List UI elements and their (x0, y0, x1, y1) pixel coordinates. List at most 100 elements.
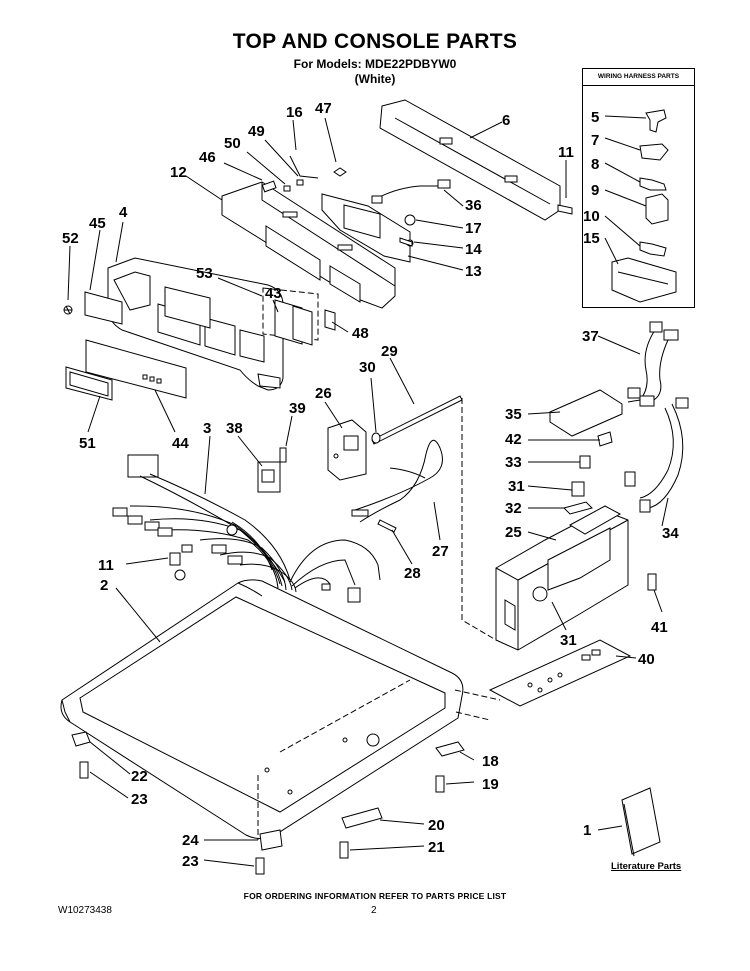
screw-11 (557, 204, 573, 215)
harness-part-7 (639, 143, 669, 161)
callout-23: 23 (131, 791, 148, 808)
screw-52 (63, 305, 73, 315)
bracket-32 (563, 501, 593, 515)
callout-12: 12 (170, 164, 187, 181)
knob-17 (404, 214, 416, 226)
callout-17: 17 (465, 220, 482, 237)
callout-37: 37 (582, 328, 599, 345)
clip-24 (259, 829, 283, 851)
display-window (65, 366, 113, 401)
harness-part-9 (645, 193, 669, 225)
callout-3: 3 (203, 420, 211, 437)
cord-27 (354, 439, 443, 523)
dashed-leader (461, 398, 497, 641)
control-box (495, 505, 629, 651)
callout-47: 47 (315, 100, 332, 117)
callout-46: 46 (199, 149, 216, 166)
callout-52: 52 (62, 230, 79, 247)
spacer-50 (283, 185, 291, 192)
callout-32: 32 (505, 500, 522, 517)
part-38 (257, 461, 281, 493)
screw-39 (279, 447, 287, 463)
document-number: W10273438 (58, 905, 112, 916)
callout-harness-8: 8 (591, 156, 599, 173)
callout-14: 14 (465, 241, 482, 258)
callout-51: 51 (79, 435, 96, 452)
callout-2: 2 (100, 577, 108, 594)
literature-parts-label: Literature Parts (611, 861, 682, 872)
bracket-20 (341, 807, 383, 829)
screw-47 (333, 167, 347, 177)
callout-harness-10: 10 (583, 208, 600, 225)
callout-23-lower: 23 (182, 853, 199, 870)
callout-11-lower: 11 (98, 557, 114, 574)
callout-33: 33 (505, 454, 522, 471)
callout-11: 11 (558, 144, 574, 161)
part-48 (324, 309, 336, 331)
top-panel (60, 579, 464, 840)
callout-25: 25 (505, 524, 522, 541)
callout-16: 16 (286, 104, 303, 121)
screw-23b (255, 857, 265, 875)
callout-31: 31 (508, 478, 525, 495)
screw-23 (79, 761, 89, 779)
main-wire-harness (112, 454, 381, 603)
callout-38: 38 (226, 420, 243, 437)
literature-booklet (621, 787, 661, 855)
part-42 (597, 431, 613, 447)
callout-numbers: 16 47 49 50 46 6 12 11 4 45 52 36 17 14 … (62, 100, 679, 870)
overlay-button (142, 374, 148, 380)
callout-43: 43 (265, 285, 282, 302)
page-title: TOP AND CONSOLE PARTS (232, 30, 518, 53)
wiring-harness-parts-box: WIRING HARNESS PARTS (582, 68, 695, 308)
callout-36: 36 (465, 197, 482, 214)
screw-33 (579, 455, 591, 469)
callout-49: 49 (248, 123, 265, 140)
dashed-leader (455, 711, 491, 721)
callout-31-lower: 31 (560, 632, 577, 649)
overlay-button (149, 376, 155, 382)
leader-lines (67, 115, 669, 867)
callout-13: 13 (465, 263, 482, 280)
clip-49 (296, 179, 304, 186)
callout-27: 27 (432, 543, 449, 560)
wire-36 (373, 185, 444, 201)
callout-34: 34 (662, 525, 679, 542)
callout-41: 41 (651, 619, 668, 636)
callout-harness-5: 5 (591, 109, 599, 126)
callout-24: 24 (182, 832, 199, 849)
screw-41 (647, 573, 657, 591)
callout-harness-15: 15 (583, 230, 600, 247)
color-line: (White) (354, 72, 396, 86)
cover-35 (549, 389, 623, 437)
knob (261, 180, 277, 193)
callout-harness-9: 9 (591, 182, 599, 199)
callout-42: 42 (505, 431, 522, 448)
harness-part-8 (639, 177, 667, 191)
panel-40 (488, 639, 632, 707)
callout-18: 18 (482, 753, 499, 770)
callout-50: 50 (224, 135, 241, 152)
harness-part-10 (639, 241, 667, 257)
callout-53: 53 (196, 265, 213, 282)
wire-16 (289, 155, 319, 179)
shaft-29 (371, 395, 463, 445)
callout-30: 30 (359, 359, 376, 376)
dashed-outline-53 (262, 287, 319, 341)
dashed-leader (454, 689, 501, 701)
model-line: For Models: MDE22PDBYW0 (293, 57, 457, 71)
screw-11-lower (169, 552, 181, 566)
screw-19 (435, 775, 445, 793)
callout-44: 44 (172, 435, 189, 452)
callout-19: 19 (482, 776, 499, 793)
callout-22: 22 (131, 768, 148, 785)
callout-28: 28 (404, 565, 421, 582)
rear-brace (379, 99, 561, 221)
callout-29: 29 (381, 343, 398, 360)
harness-34 (639, 407, 674, 499)
harness-box-title: WIRING HARNESS PARTS (583, 69, 694, 86)
harness-part-15 (611, 257, 677, 303)
callout-20: 20 (428, 817, 445, 834)
callout-45: 45 (89, 215, 106, 232)
